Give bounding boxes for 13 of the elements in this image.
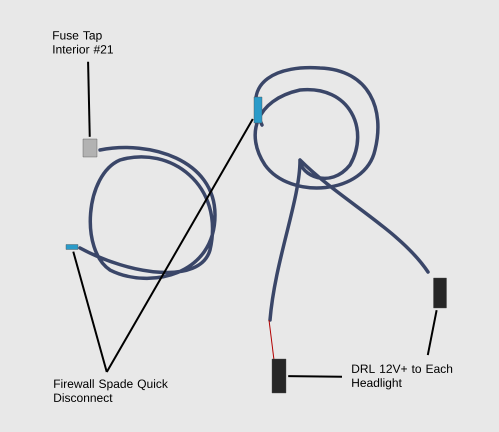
leader-line [288, 375, 342, 378]
connector-plug [272, 358, 286, 394]
leader-line [72, 251, 108, 372]
spade-terminal [66, 244, 78, 250]
leader-line [87, 62, 91, 137]
spade-terminal [254, 96, 262, 124]
callout-label: Fuse Tap Interior #21 [53, 31, 113, 54]
leader-line [426, 310, 438, 356]
callout-label: Firewall Spade Quick Disconnect [54, 379, 168, 402]
fuse-tap [82, 138, 98, 158]
connector-plug [433, 278, 447, 308]
callout-label: DRL 12V+ to Each Headlight [352, 364, 452, 390]
leader-line [106, 118, 254, 372]
